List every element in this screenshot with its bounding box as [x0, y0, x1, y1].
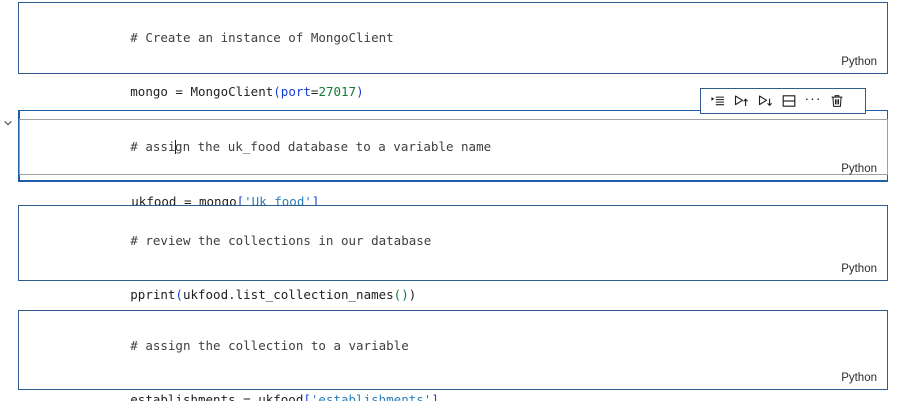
- cell-language-label[interactable]: Python: [841, 56, 877, 68]
- code-editor[interactable]: # review the collections in our database…: [19, 206, 887, 322]
- chevron-down-icon[interactable]: [3, 118, 13, 128]
- cell-gutter: [0, 110, 18, 182]
- execute-above-icon[interactable]: [705, 90, 729, 112]
- cell-container[interactable]: # assign the uk_food database to a varia…: [18, 110, 888, 209]
- code-token-comment-a: # assi: [130, 139, 176, 154]
- more-actions-glyph: ···: [804, 90, 822, 106]
- code-token-text: mongo = MongoClient: [130, 84, 274, 99]
- text-cursor: [174, 140, 176, 154]
- cell-language-label[interactable]: Python: [841, 372, 877, 384]
- notebook-cell[interactable]: # Create an instance of MongoClient mong…: [0, 2, 902, 99]
- code-token-comment: # Create an instance of MongoClient: [130, 30, 394, 45]
- code-line[interactable]: establishments = ukfood['establishments'…: [19, 373, 887, 401]
- code-token-comment: # assign the collection to a variable: [130, 338, 409, 353]
- code-token-number: 27017: [318, 84, 357, 99]
- code-token-bracket-outer: ): [408, 287, 417, 302]
- split-cell-icon[interactable]: [777, 90, 801, 112]
- code-token-bracket: ]: [431, 392, 439, 401]
- cell-language-label[interactable]: Python: [841, 163, 877, 175]
- notebook-cell[interactable]: # assign the collection to a variable es…: [0, 310, 902, 401]
- code-token-text: pprint: [130, 287, 176, 302]
- code-token-bracket: ]: [311, 194, 320, 209]
- code-token-bracket: [: [303, 392, 311, 401]
- code-token-bracket: [: [236, 194, 245, 209]
- code-token-comment: # review the collections in our database: [130, 233, 432, 248]
- code-editor[interactable]: # Create an instance of MongoClient mong…: [19, 3, 887, 119]
- notebook-cell-selected[interactable]: # assign the uk_food database to a varia…: [0, 110, 902, 209]
- code-token-comment-b: gn the uk_food database to a variable na…: [175, 139, 492, 154]
- code-token-attr: ukfood.list_collection_names: [182, 287, 394, 302]
- code-token-bracket-inner: ): [401, 287, 409, 302]
- code-line[interactable]: # Create an instance of MongoClient: [19, 11, 887, 65]
- code-line[interactable]: pprint(ukfood.list_collection_names()): [19, 268, 887, 322]
- insert-cell-above-icon[interactable]: [729, 90, 753, 112]
- code-line-active[interactable]: # assign the uk_food database to a varia…: [19, 119, 888, 175]
- code-token-kwarg: port: [280, 84, 311, 99]
- cell-container[interactable]: # Create an instance of MongoClient mong…: [18, 2, 888, 99]
- notebook-cell[interactable]: # review the collections in our database…: [0, 205, 902, 302]
- cell-language-label[interactable]: Python: [841, 263, 877, 275]
- code-line[interactable]: # assign the collection to a variable: [19, 319, 887, 373]
- code-line[interactable]: mongo = MongoClient(port=27017): [19, 65, 887, 119]
- code-token-string: 'establishments': [310, 392, 432, 401]
- insert-cell-below-icon[interactable]: [753, 90, 777, 112]
- code-token-operator: =: [310, 84, 319, 99]
- code-token-bracket-inner: (: [393, 287, 402, 302]
- more-actions-icon[interactable]: ···: [801, 90, 825, 112]
- code-token-bracket: (: [273, 84, 281, 99]
- code-token-bracket: (: [175, 287, 183, 302]
- cell-toolbar[interactable]: ···: [700, 88, 866, 114]
- cell-container[interactable]: # review the collections in our database…: [18, 205, 888, 302]
- cell-container[interactable]: # assign the collection to a variable es…: [18, 310, 888, 401]
- code-line[interactable]: # review the collections in our database: [19, 214, 887, 268]
- code-token-text: establishments = ukfood: [130, 392, 304, 401]
- code-editor[interactable]: # assign the collection to a variable es…: [19, 311, 887, 401]
- code-token-bracket: ): [356, 84, 364, 99]
- delete-cell-icon[interactable]: [825, 90, 849, 112]
